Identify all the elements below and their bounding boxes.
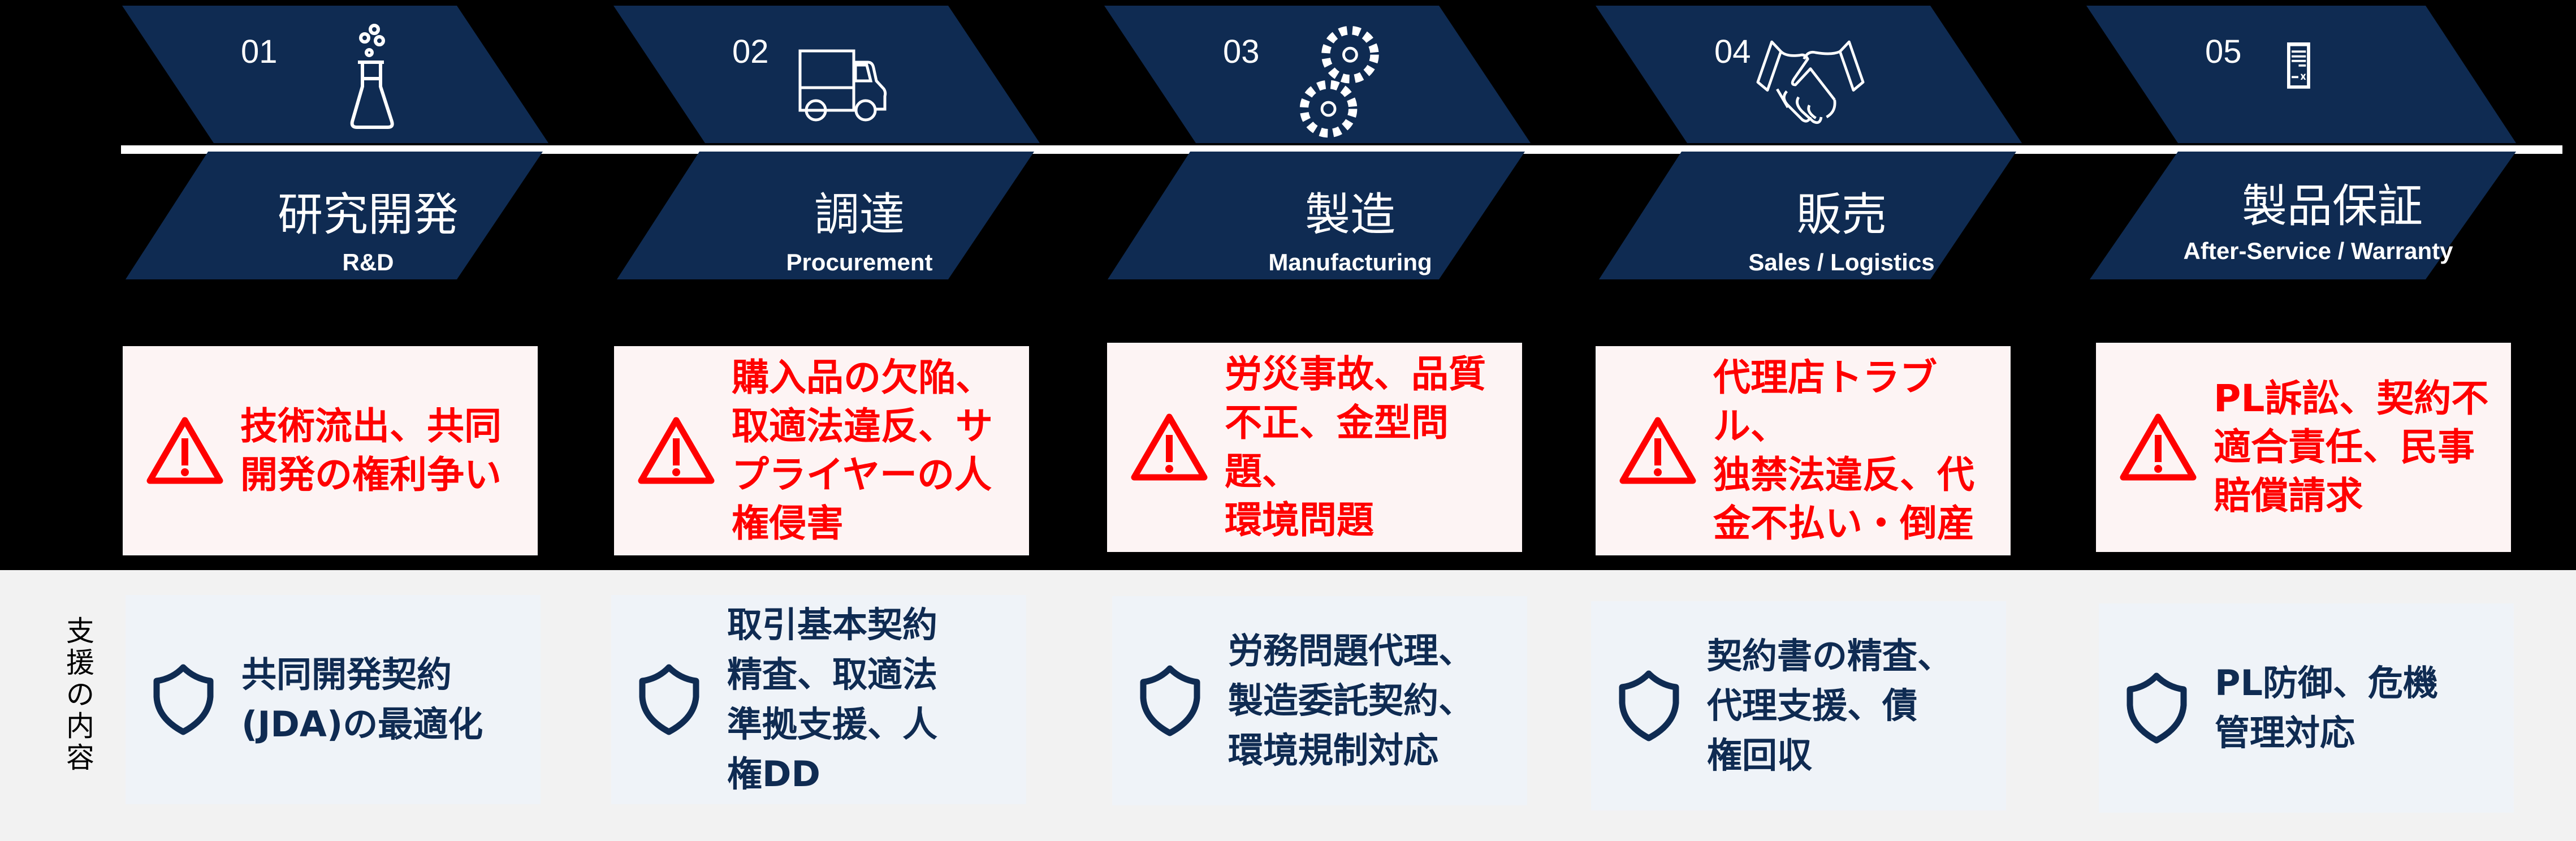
stage-title-en: Manufacturing <box>1268 249 1432 275</box>
stage-column-1: 01 研究開発 R&D 技術流出、共同 開発の権利争い 共同開発契約 (JDA)… <box>122 0 552 841</box>
shield-icon <box>153 664 214 735</box>
support-text: 労務問題代理、 製造委託契約、 環境規制対応 <box>1228 630 1474 771</box>
stage-title-jp: 調達 <box>814 188 905 241</box>
shield-icon <box>639 664 699 735</box>
flask-icon <box>350 24 394 129</box>
risk-box: 代理店トラブル、 独禁法違反、代 金不払い・倒産 <box>1596 346 2011 555</box>
stage-column-5: 05 製品保証 After-Service / Warranty PL訴訟、契約… <box>2086 0 2516 841</box>
support-box: 取引基本契約 精査、取適法 準拠支援、人 権DD <box>611 595 1026 804</box>
truck-icon <box>798 49 887 122</box>
risk-text: PL訴訟、契約不 適合責任、民事 賠償請求 <box>2214 377 2489 517</box>
support-text: PL防御、危機 管理対応 <box>2215 662 2438 753</box>
support-text: 共同開発契約 (JDA)の最適化 <box>241 654 483 745</box>
stage-column-2: 02 調達 Procurement 購入品の欠陥、 取適法違反、サ プライヤーの… <box>611 0 1043 841</box>
stage-column-3: 03 製造 Manufacturing 労災事故、品質 不正、金型問題、 環境問… <box>1104 0 1534 841</box>
risk-text: 労災事故、品質 不正、金型問題、 環境問題 <box>1225 352 1486 542</box>
risk-box: 技術流出、共同 開発の権利争い <box>123 346 538 555</box>
chevron-shape <box>1596 6 2022 279</box>
support-box: 共同開発契約 (JDA)の最適化 <box>126 595 541 804</box>
chevron-shape <box>122 6 548 279</box>
stage-title-jp: 販売 <box>1796 188 1887 241</box>
shield-icon <box>1140 665 1200 736</box>
stage-title-jp: 製造 <box>1305 188 1395 241</box>
risk-text: 購入品の欠陥、 取適法違反、サ プライヤーの人 権侵害 <box>732 356 993 545</box>
stage-title-en: Procurement <box>786 249 933 275</box>
support-box: PL防御、危機 管理対応 <box>2099 603 2514 813</box>
warning-icon <box>146 417 223 484</box>
risk-box: 労災事故、品質 不正、金型問題、 環境問題 <box>1107 343 1522 552</box>
stage-number: 02 <box>732 33 769 70</box>
risk-text: 技術流出、共同 開発の権利争い <box>240 404 502 497</box>
contract-document-icon <box>2287 42 2310 89</box>
handshake-icon <box>1756 40 1865 124</box>
shield-icon <box>1619 670 1679 741</box>
warning-icon <box>638 417 715 484</box>
stage-column-4: 04 販売 Sales / Logistics 代理店トラブル、 独禁法違反、代… <box>1591 0 2025 841</box>
risk-box: 購入品の欠陥、 取適法違反、サ プライヤーの人 権侵害 <box>614 346 1029 555</box>
stage-title-en: R&D <box>342 249 394 275</box>
gears-icon <box>1299 25 1379 138</box>
risk-text: 代理店トラブル、 独禁法違反、代 金不払い・倒産 <box>1713 356 1974 545</box>
stage-number: 04 <box>1714 33 1751 70</box>
stage-title-jp: 製品保証 <box>2242 180 2423 232</box>
warning-icon <box>1131 413 1208 480</box>
shield-icon <box>2127 672 2187 744</box>
stage-title-jp: 研究開発 <box>278 188 459 241</box>
support-box: 労務問題代理、 製造委託契約、 環境規制対応 <box>1112 596 1527 805</box>
support-text: 契約書の精査、 代理支援、債 権回収 <box>1707 635 1953 776</box>
risk-box: PL訴訟、契約不 適合責任、民事 賠償請求 <box>2096 343 2511 552</box>
warning-icon <box>1619 417 1696 484</box>
stage-title-en: After-Service / Warranty <box>2183 238 2453 264</box>
stage-number: 05 <box>2205 33 2242 70</box>
warning-icon <box>2120 413 2197 480</box>
chevron-shape <box>1104 6 1531 279</box>
support-box: 契約書の精査、 代理支援、債 権回収 <box>1591 601 2006 810</box>
support-text: 取引基本契約 精査、取適法 準拠支援、人 権DD <box>727 604 938 795</box>
stage-number: 03 <box>1223 33 1260 70</box>
stage-number: 01 <box>241 33 278 70</box>
chevron-shape <box>613 6 1040 279</box>
support-section-label: 支 援 の 内 容 <box>66 615 94 774</box>
stage-title-en: Sales / Logistics <box>1748 249 1935 275</box>
